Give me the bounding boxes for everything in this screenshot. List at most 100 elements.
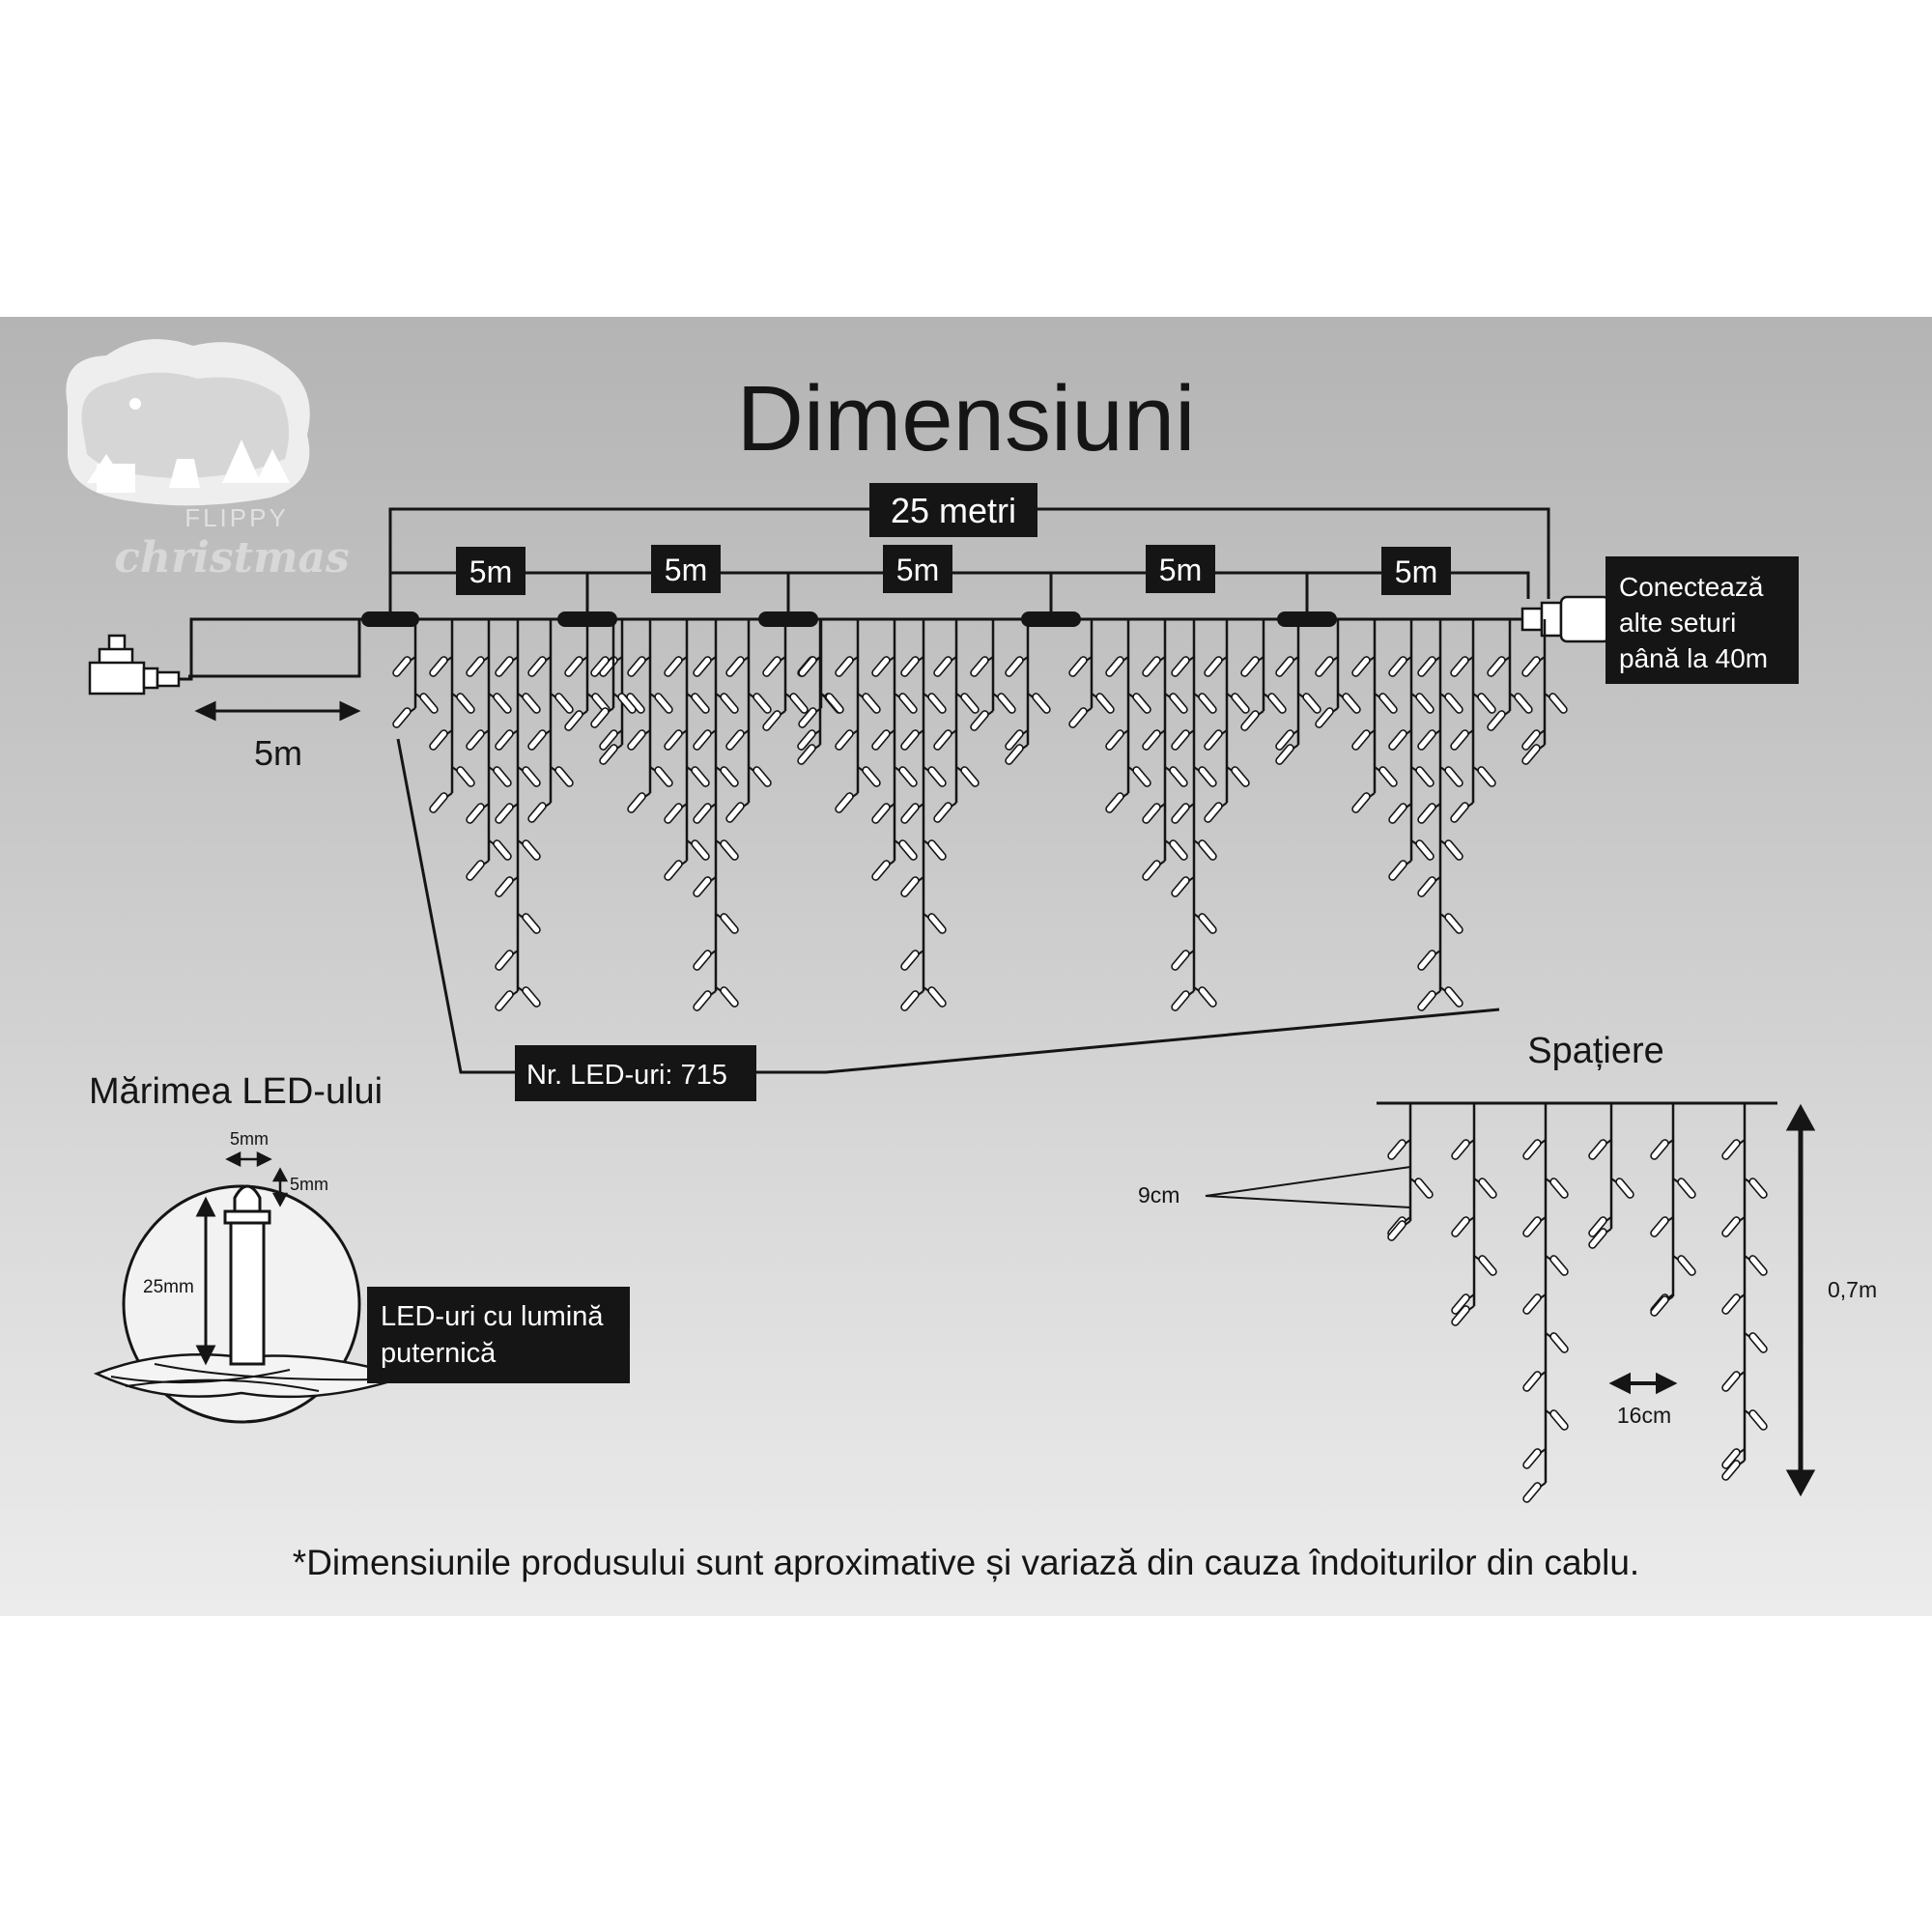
led-bulb xyxy=(724,800,747,825)
icicle-strand xyxy=(597,619,647,767)
led-bulb xyxy=(1442,838,1465,863)
led-bulb xyxy=(464,858,487,883)
led-bulb xyxy=(1130,691,1153,716)
led-bulb xyxy=(1140,654,1163,679)
led-bulb xyxy=(1066,654,1090,679)
led-bulb xyxy=(968,708,991,733)
led-bulb xyxy=(751,691,774,716)
led-bulb xyxy=(493,727,516,753)
led-bulb xyxy=(1094,691,1117,716)
led-bulb xyxy=(493,948,516,973)
led-bulb xyxy=(1547,691,1570,716)
segment-label: 5m xyxy=(1395,554,1437,589)
total-length-text: 25 metri xyxy=(891,491,1016,530)
led-bulb xyxy=(691,801,714,826)
lead-cable xyxy=(174,617,361,681)
deer-icon xyxy=(169,459,200,488)
led-bulb xyxy=(1520,1446,1544,1471)
led-bulb xyxy=(1103,727,1126,753)
icicle-strand xyxy=(427,619,477,815)
led-note-line: puternică xyxy=(381,1338,497,1369)
led-bulb xyxy=(1520,1369,1544,1394)
led-bulb xyxy=(1520,1137,1544,1162)
connect-note-line: Conectează xyxy=(1619,572,1764,602)
icicle-strand xyxy=(1350,619,1400,815)
led-bulb xyxy=(520,984,543,1009)
icicle-strand xyxy=(1273,619,1323,767)
icicle-strand xyxy=(931,619,981,825)
led-bulb xyxy=(1140,858,1163,883)
house-icon xyxy=(97,464,135,493)
led-bulb xyxy=(718,984,741,1009)
led-bulb xyxy=(860,691,883,716)
led-bulb xyxy=(898,727,922,753)
icicle-strand xyxy=(1313,619,1363,730)
led-bulb xyxy=(1265,691,1289,716)
led-bulb xyxy=(968,654,991,679)
segment-bracket xyxy=(390,571,1530,599)
led-count-box: Nr. LED-uri: 715 xyxy=(515,1045,756,1101)
icicle-strand xyxy=(869,619,920,883)
led-bulb xyxy=(625,654,648,679)
led-bulb xyxy=(1030,691,1053,716)
icicle-strand xyxy=(796,619,846,730)
icicle-strand xyxy=(1103,619,1153,815)
led-bulb xyxy=(1196,691,1219,716)
led-bulb xyxy=(1103,654,1126,679)
cable-connector xyxy=(361,611,419,627)
icicle-strand xyxy=(1202,619,1252,825)
icicle-strand xyxy=(1066,619,1117,730)
flippy-christmas-logo: FLIPPY christmas xyxy=(66,338,350,582)
led-width-label: 5mm xyxy=(230,1129,269,1149)
led-bulb xyxy=(1449,1214,1472,1239)
led-bulb xyxy=(1675,1176,1698,1201)
led-bulb xyxy=(652,691,675,716)
spacing-strand xyxy=(1586,1103,1636,1251)
led-bulb xyxy=(869,801,893,826)
led-bulb xyxy=(691,654,714,679)
led-bulb xyxy=(1586,1137,1609,1162)
spacing-strand xyxy=(1449,1103,1499,1328)
led-bulb xyxy=(1196,838,1219,863)
led-bulb xyxy=(1719,1292,1743,1317)
led-bulb xyxy=(691,727,714,753)
led-bulb xyxy=(1548,1330,1571,1355)
led-bulb xyxy=(1448,727,1471,753)
led-bulb xyxy=(751,764,774,789)
led-bulb xyxy=(1140,727,1163,753)
segment-badge-3: 5m xyxy=(883,545,952,593)
led-width-arrow xyxy=(225,1151,272,1168)
vertical-gap-pointer xyxy=(1205,1166,1411,1208)
icicle-strand xyxy=(1003,619,1053,767)
led-bulb xyxy=(1648,1137,1671,1162)
led-bulb xyxy=(520,764,543,789)
spacing-strand xyxy=(1648,1103,1698,1319)
icicle-strand xyxy=(562,619,612,733)
led-bulb xyxy=(1413,764,1436,789)
led-bulb xyxy=(925,691,949,716)
led-bulb xyxy=(1202,727,1225,753)
spacing-strand xyxy=(1385,1103,1435,1243)
led-bulb xyxy=(1415,874,1438,899)
icicle-strand xyxy=(493,619,543,1013)
led-bulb xyxy=(1412,1176,1435,1201)
led-bulb xyxy=(898,654,922,679)
led-bulb xyxy=(1747,1176,1770,1201)
led-bulb xyxy=(1202,800,1225,825)
led-bulb xyxy=(1229,764,1252,789)
led-bulb xyxy=(1719,1369,1743,1394)
led-bulb xyxy=(1350,727,1373,753)
spacing-drops xyxy=(1385,1103,1770,1505)
led-bulb xyxy=(1350,790,1373,815)
led-bulb xyxy=(417,691,440,716)
led-bulb xyxy=(1196,984,1219,1009)
led-height-label: 5mm xyxy=(290,1175,328,1194)
led-bulb xyxy=(1196,764,1219,789)
vertical-gap-label: 9cm xyxy=(1138,1182,1179,1208)
led-bulb xyxy=(1442,764,1465,789)
led-count-pointer-left xyxy=(396,738,517,1074)
led-bulb xyxy=(925,764,949,789)
led-bulb xyxy=(1548,1253,1571,1278)
led-bulb xyxy=(724,654,747,679)
